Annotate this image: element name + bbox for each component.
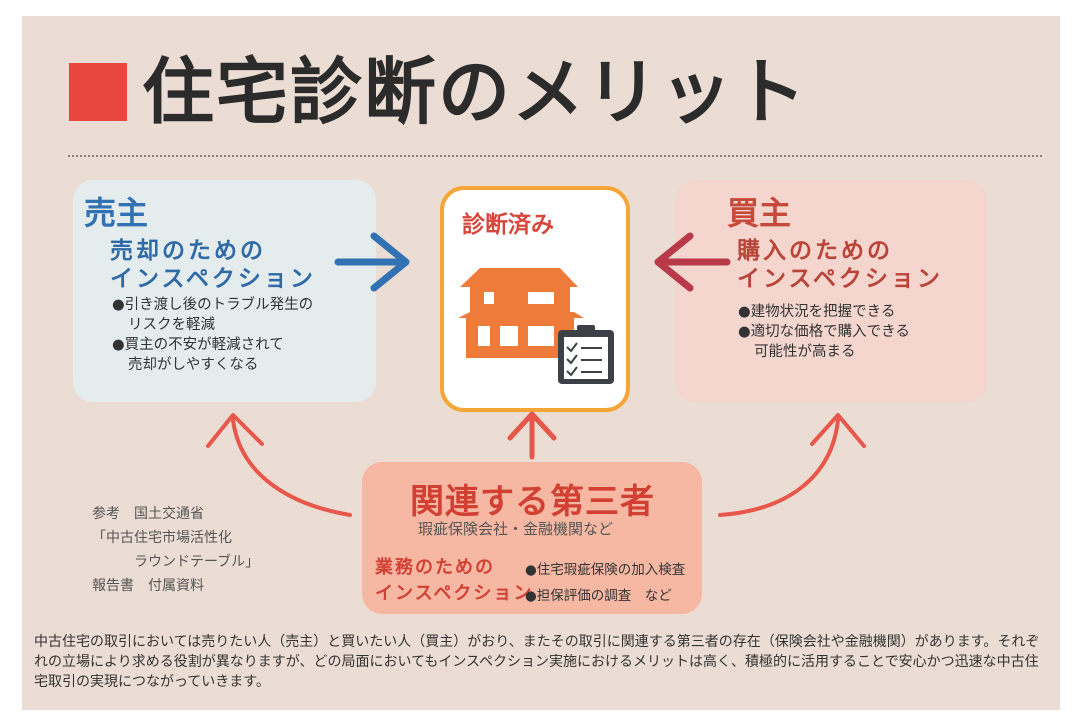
third-party-bullet-2: ●担保評価の調査 など xyxy=(525,588,672,604)
title-square-marker xyxy=(69,63,127,121)
third-party-role-line1: 業務のための xyxy=(375,557,495,578)
third-to-buyer-curve-icon xyxy=(718,413,866,517)
third-to-seller-curve-icon xyxy=(206,413,352,517)
seller-arrow-icon xyxy=(334,232,410,292)
third-party-box xyxy=(362,462,702,614)
third-party-subtitle: 瑕疵保険会社・金融機関など xyxy=(418,520,614,538)
seller-bullet-list: ●引き渡し後のトラブル発生の リスクを軽減 ●買主の不安が軽減されて 売却がしや… xyxy=(112,295,367,375)
third-party-title: 関連する第三者 xyxy=(410,482,655,522)
third-party-role: 業務のための インスペクション xyxy=(375,555,533,607)
footer-description: 中古住宅の取引においては売りたい人（売主）と買いたい人（買主）がおり、またその取… xyxy=(34,634,1040,690)
buyer-bullet-2: ●適切な価格で購入できる xyxy=(738,324,910,340)
seller-bullet-1: ●引き渡し後のトラブル発生の xyxy=(112,297,314,313)
reference-line4: 報告書 付属資料 xyxy=(92,578,204,594)
seller-box xyxy=(73,180,376,402)
buyer-subtitle-line1: 購入のための xyxy=(737,237,893,264)
buyer-bullet-1: ●建物状況を把握できる xyxy=(738,304,896,320)
seller-bullet-2-cont: 売却がしやすくなる xyxy=(128,357,259,373)
reference-note: 参考 国土交通省 「中古住宅市場活性化 ラウンドテーブル」 報告書 付属資料 xyxy=(92,502,259,598)
reference-line3: ラウンドテーブル」 xyxy=(134,554,260,570)
seller-subtitle-line2: インスペクション xyxy=(110,265,316,292)
buyer-subtitle: 購入のための インスペクション xyxy=(737,237,943,293)
third-to-center-arrow-icon xyxy=(507,411,557,460)
seller-bullet-2: ●買主の不安が軽減されて xyxy=(112,337,284,353)
reference-line2: 「中古住宅市場活性化 xyxy=(92,530,232,546)
seller-subtitle-line1: 売却のための xyxy=(110,237,266,264)
house-with-checklist-icon xyxy=(458,268,614,384)
third-party-bullet-list: ●住宅瑕疵保険の加入検査 ●担保評価の調査 など xyxy=(525,557,685,609)
seller-title: 売主 xyxy=(84,194,149,232)
buyer-bullet-2-cont: 可能性が高まる xyxy=(754,344,856,360)
buyer-arrow-icon xyxy=(654,232,731,292)
seller-bullet-1-cont: リスクを軽減 xyxy=(128,317,215,333)
page-title: 住宅診断のメリット xyxy=(142,49,809,134)
buyer-box xyxy=(675,180,987,402)
seller-subtitle: 売却のための インスペクション xyxy=(110,237,316,293)
inspected-title: 診断済み xyxy=(462,211,554,238)
reference-line1: 参考 国土交通省 xyxy=(92,506,204,522)
third-party-role-line2: インスペクション xyxy=(375,583,534,604)
third-party-bullet-1: ●住宅瑕疵保険の加入検査 xyxy=(525,562,686,578)
buyer-title: 買主 xyxy=(727,194,792,232)
buyer-bullet-list: ●建物状況を把握できる ●適切な価格で購入できる 可能性が高まる xyxy=(738,302,978,362)
dotted-divider xyxy=(68,155,1042,157)
buyer-subtitle-line2: インスペクション xyxy=(737,265,943,292)
